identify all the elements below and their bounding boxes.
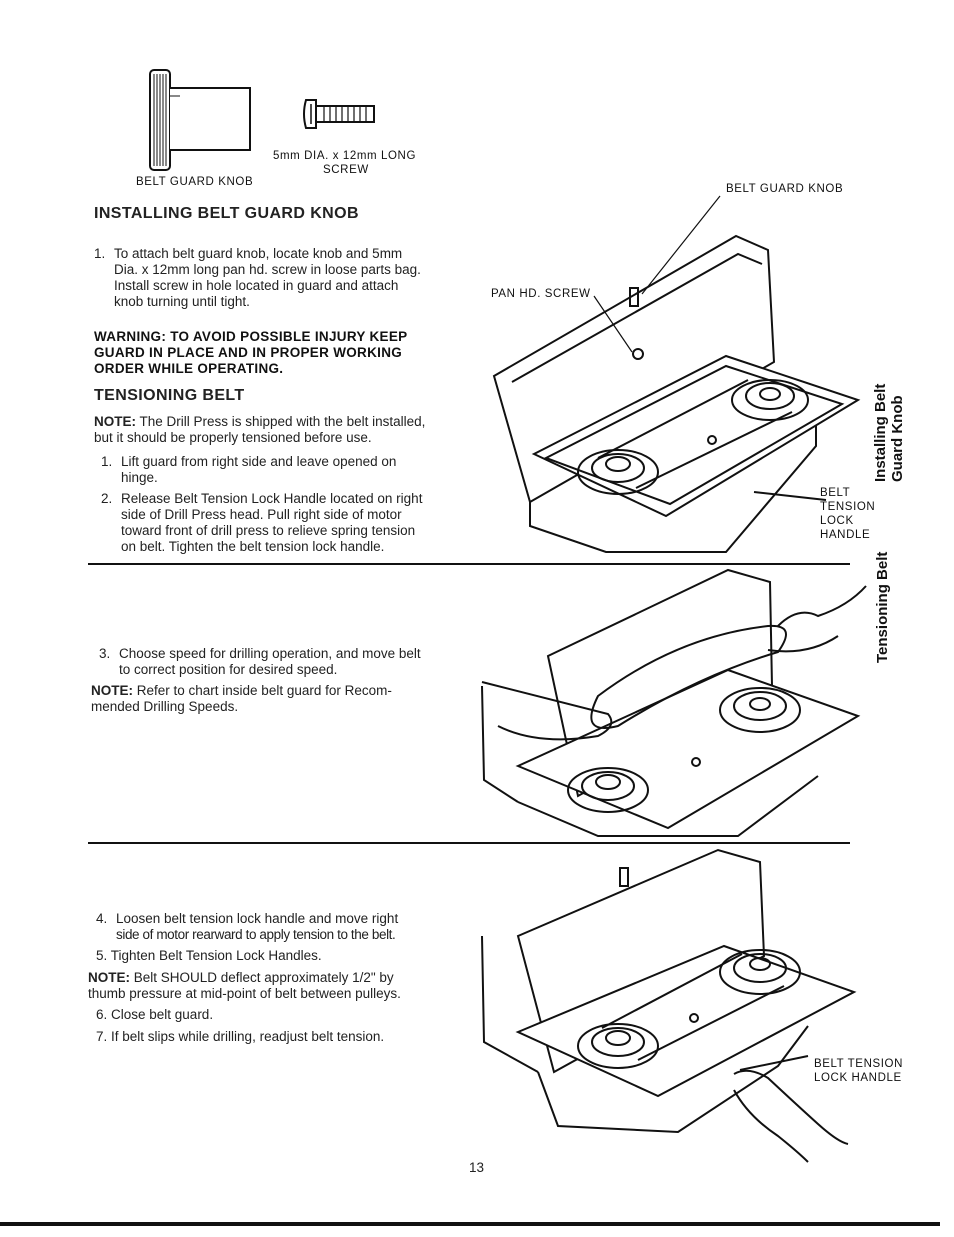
line: Refer to chart inside belt guard for Rec… (133, 683, 392, 698)
figure-tighten-lock-handle (481, 848, 857, 1163)
line: Guard Knob (889, 395, 906, 482)
divider-rule (88, 563, 850, 565)
note-label: NOTE: (94, 414, 136, 429)
section2-note: NOTE: The Drill Press is shipped with th… (94, 414, 464, 446)
step-number: 4. (96, 911, 108, 926)
line: on belt. Tighten the belt tension lock h… (121, 539, 385, 554)
belt-guard-knob-illustration (149, 69, 251, 171)
fig3-label-belt-tension-lock-handle: BELT TENSION LOCK HANDLE (814, 1057, 903, 1085)
section4-step4: 4. Loosen belt tension lock handle and m… (96, 911, 458, 943)
figure-open-belt-guard (492, 234, 861, 553)
line: BELT TENSION (814, 1058, 904, 1070)
side-tab-installing-belt-guard-knob: Installing Belt Guard Knob (872, 384, 906, 482)
line: but it should be properly tensioned befo… (94, 430, 372, 445)
line: Install screw in hole located in guard a… (114, 278, 399, 293)
step-number: 1. (94, 246, 106, 261)
section4-step6: 6. Close belt guard. (96, 1007, 214, 1022)
label-belt-guard-knob: BELT GUARD KNOB (136, 176, 254, 188)
line: Installing Belt (872, 383, 889, 482)
step-number: 1. (101, 454, 113, 469)
label-screw-size: 5mm DIA. x 12mm LONG (273, 150, 416, 162)
line: side of motor rearward to apply tension … (116, 927, 396, 942)
section2-step2: 2. Release Belt Tension Lock Handle loca… (101, 491, 461, 555)
section4-step5: 5. Tighten Belt Tension Lock Handles. (96, 948, 322, 963)
figure-moving-belt (481, 568, 867, 837)
line: toward front of drill press to relieve s… (121, 523, 416, 538)
fig1-leader-lines (593, 195, 721, 353)
line: Lift guard from right side and leave ope… (121, 454, 397, 469)
fig1-label-belt-guard-knob: BELT GUARD KNOB (726, 183, 844, 195)
line: TENSION (820, 501, 876, 513)
section4-step7: 7. If belt slips while drilling, readjus… (96, 1029, 385, 1044)
heading-tensioning-belt: TENSIONING BELT (94, 387, 245, 404)
fig1-label-belt-tension-lock-handle: BELT TENSION LOCK HANDLE (820, 486, 875, 542)
section2-step1: 1. Lift guard from right side and leave … (101, 454, 461, 486)
line: GUARD IN PLACE AND IN PROPER WORKING (94, 345, 403, 360)
label-screw: SCREW (323, 164, 369, 176)
bottom-rule (0, 1222, 940, 1226)
side-tab-tensioning-belt: Tensioning Belt (874, 551, 891, 663)
step-number: 3. (99, 646, 111, 661)
page-number: 13 (469, 1160, 485, 1175)
line: LOCK (820, 515, 854, 527)
line: LOCK HANDLE (814, 1072, 902, 1084)
heading-installing-belt-guard-knob: INSTALLING BELT GUARD KNOB (94, 205, 359, 222)
line: BELT (820, 487, 851, 499)
note-label: NOTE: (88, 970, 130, 985)
section3-step3: 3. Choose speed for drilling operation, … (99, 646, 459, 678)
section1-step1: 1. To attach belt guard knob, locate kno… (94, 246, 464, 310)
line: Choose speed for drilling operation, and… (119, 646, 421, 661)
line: hinge. (121, 470, 158, 485)
line: thumb pressure at mid-point of belt betw… (88, 986, 401, 1001)
line: WARNING: TO AVOID POSSIBLE INJURY KEEP (94, 329, 408, 344)
line: Loosen belt tension lock handle and move… (116, 911, 399, 926)
warning-block: WARNING: TO AVOID POSSIBLE INJURY KEEP G… (94, 329, 460, 377)
line: The Drill Press is shipped with the belt… (136, 414, 426, 429)
line: Release Belt Tension Lock Handle located… (121, 491, 423, 506)
note-label: NOTE: (91, 683, 133, 698)
line: Belt SHOULD deflect approximately 1/2" b… (130, 970, 394, 985)
line: HANDLE (820, 529, 871, 541)
line: knob turning until tight. (114, 294, 250, 309)
line: ORDER WHILE OPERATING. (94, 361, 284, 376)
section3-note: NOTE: Refer to chart inside belt guard f… (91, 683, 457, 715)
fig1-label-pan-hd-screw: PAN HD. SCREW (491, 288, 591, 300)
line: Dia. x 12mm long pan hd. screw in loose … (114, 262, 421, 277)
line: side of Drill Press head. Pull right sid… (121, 507, 402, 522)
line: To attach belt guard knob, locate knob a… (114, 246, 403, 261)
screw-illustration (303, 99, 375, 129)
line: to correct position for desired speed. (119, 662, 338, 677)
step-number: 2. (101, 491, 113, 506)
line: mended Drilling Speeds. (91, 699, 239, 714)
section4-note: NOTE: Belt SHOULD deflect approximately … (88, 970, 454, 1002)
divider-rule (88, 842, 850, 844)
